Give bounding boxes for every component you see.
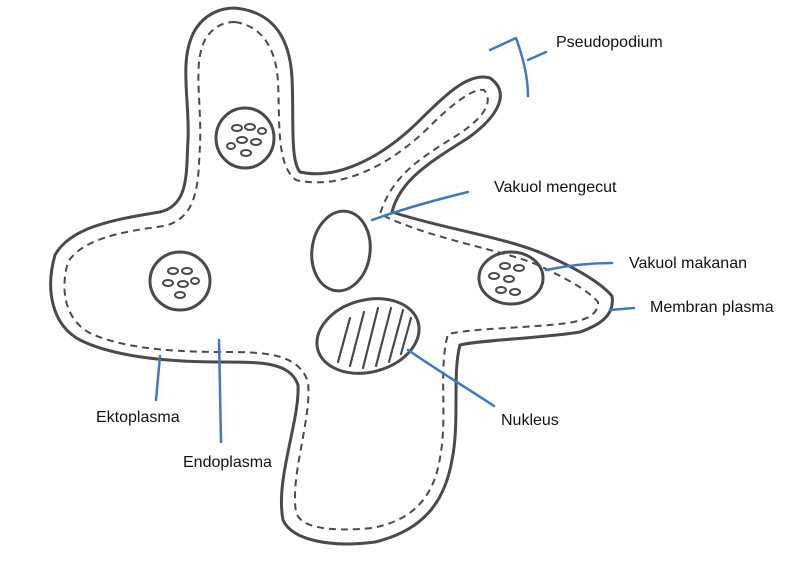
nukleus-leader [406,348,496,408]
label-membran-plasma: Membran plasma [650,299,774,316]
food-vacuole-right [477,250,545,306]
endoplasma-leader [217,338,223,444]
ectoplasm-boundary [63,21,599,531]
vakuol-mengecut-leader [370,190,470,222]
cell-membrane-outline [49,6,614,546]
label-pseudopodium: Pseudopodium [556,34,663,51]
food-vacuole-top [214,106,276,170]
contractile-vacuole [310,209,372,293]
label-ektoplasma: Ektoplasma [96,409,180,426]
food-vacuole-left [148,250,212,312]
label-endoplasma: Endoplasma [183,454,272,471]
ektoplasma-leader [154,354,162,402]
label-vakuol-makanan: Vakuol makanan [629,255,747,272]
label-nukleus: Nukleus [501,412,559,429]
label-vakuol-mengecut: Vakuol mengecut [494,179,617,196]
vakuol-makanan-leader [544,261,614,272]
membran-plasma-leader [608,306,636,312]
nucleus [315,297,421,375]
pseudopodium-bracket [488,36,548,98]
